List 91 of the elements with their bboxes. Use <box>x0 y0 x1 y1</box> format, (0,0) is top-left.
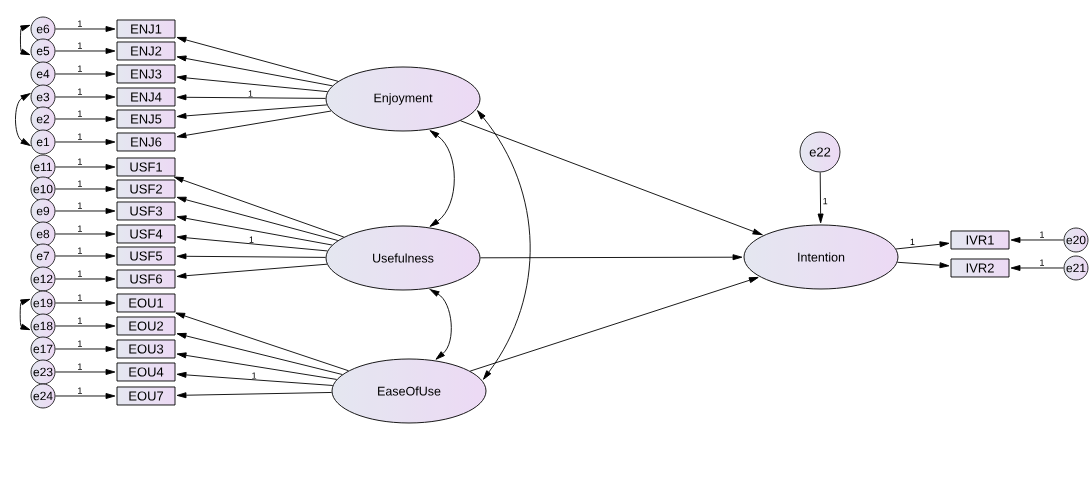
edge-label: 1 <box>78 202 82 209</box>
edge-label: 1 <box>78 88 82 95</box>
indicator-box: EOU1 <box>116 293 176 313</box>
arrow <box>54 231 116 237</box>
edge-label: 1 <box>78 110 82 117</box>
arrow <box>817 171 824 224</box>
indicator-box: ENJ4 <box>116 87 176 107</box>
edge-label: 1 <box>1040 259 1044 266</box>
arrow <box>54 346 116 352</box>
edge-label: 1 <box>78 42 82 49</box>
arrow <box>1010 265 1065 271</box>
curved-arrow <box>19 298 31 331</box>
arrow <box>176 94 326 101</box>
curved-arrow <box>477 110 531 380</box>
arrow <box>176 352 338 380</box>
arrow <box>54 393 116 399</box>
edge-label: 1 <box>78 294 82 301</box>
indicator-box: ENJ2 <box>116 41 176 61</box>
arrow <box>54 71 116 77</box>
arrow <box>54 208 116 214</box>
curved-arrow <box>15 93 31 146</box>
arrow <box>173 176 345 238</box>
edge-label: 1 <box>78 317 82 324</box>
curved-arrow <box>429 130 455 227</box>
arrow <box>54 164 116 170</box>
arrow <box>176 110 332 139</box>
arrow <box>54 300 116 306</box>
edge-label: 1 <box>78 270 82 277</box>
indicator-box: USF3 <box>116 201 176 221</box>
edge-label: 1 <box>78 180 82 187</box>
arrow <box>469 276 759 372</box>
edge-label: 1 <box>78 225 82 232</box>
indicator-box: ENJ6 <box>116 132 176 152</box>
arrow <box>176 55 333 87</box>
indicator-box: ENJ5 <box>116 109 176 129</box>
arrow <box>54 253 116 259</box>
indicator-box: EOU7 <box>116 386 176 406</box>
edge-label: 1 <box>78 247 82 254</box>
arrow <box>896 261 950 269</box>
arrow <box>176 234 328 252</box>
curved-arrow <box>429 289 452 360</box>
arrow <box>176 74 328 93</box>
edge-label: 1 <box>78 387 82 394</box>
arrow <box>54 116 116 122</box>
indicator-box: EOU2 <box>116 316 176 336</box>
arrow <box>54 186 116 192</box>
edge-label: 1 <box>78 65 82 72</box>
indicator-box: USF4 <box>116 224 176 244</box>
edge-label: 1 <box>252 372 257 379</box>
arrow <box>460 120 763 236</box>
arrow <box>54 94 116 100</box>
arrow <box>175 312 349 372</box>
indicator-box: ENJ3 <box>116 64 176 84</box>
edge-label: 1 <box>1040 231 1044 238</box>
arrow <box>176 371 334 386</box>
indicator-box: USF5 <box>116 246 176 266</box>
edge-label: 1 <box>78 158 82 165</box>
edge-label: 1 <box>249 236 254 243</box>
arrow <box>54 26 116 32</box>
curved-arrow <box>20 24 31 56</box>
arrow <box>176 263 328 279</box>
indicator-box: IVR1 <box>950 230 1010 250</box>
arrow <box>54 276 116 282</box>
arrow <box>1010 237 1065 243</box>
indicator-box: USF1 <box>116 157 176 177</box>
edge-label: 1 <box>78 363 82 370</box>
edge-label: 1 <box>78 133 82 140</box>
indicator-box: IVR2 <box>950 258 1010 278</box>
indicator-box: EOU4 <box>116 362 176 382</box>
arrow <box>176 104 328 119</box>
arrow <box>176 215 333 246</box>
arrow <box>176 392 333 399</box>
indicator-box: USF2 <box>116 179 176 199</box>
edge-label: 1 <box>910 238 915 245</box>
arrow <box>54 48 116 54</box>
arrow <box>176 253 326 260</box>
arrow <box>54 139 116 145</box>
edge-label: 1 <box>78 340 82 347</box>
arrow <box>176 36 339 82</box>
indicator-box: USF6 <box>116 269 176 289</box>
indicator-box: ENJ1 <box>116 19 176 39</box>
arrow <box>176 332 343 375</box>
arrow <box>480 254 743 261</box>
edge-label: 1 <box>823 198 828 205</box>
arrow <box>895 241 950 250</box>
indicator-box: EOU3 <box>116 339 176 359</box>
arrow <box>54 323 116 329</box>
edge-label: 1 <box>248 90 253 97</box>
edge-label: 1 <box>78 20 82 27</box>
arrow <box>54 369 116 375</box>
arrow <box>176 196 339 241</box>
